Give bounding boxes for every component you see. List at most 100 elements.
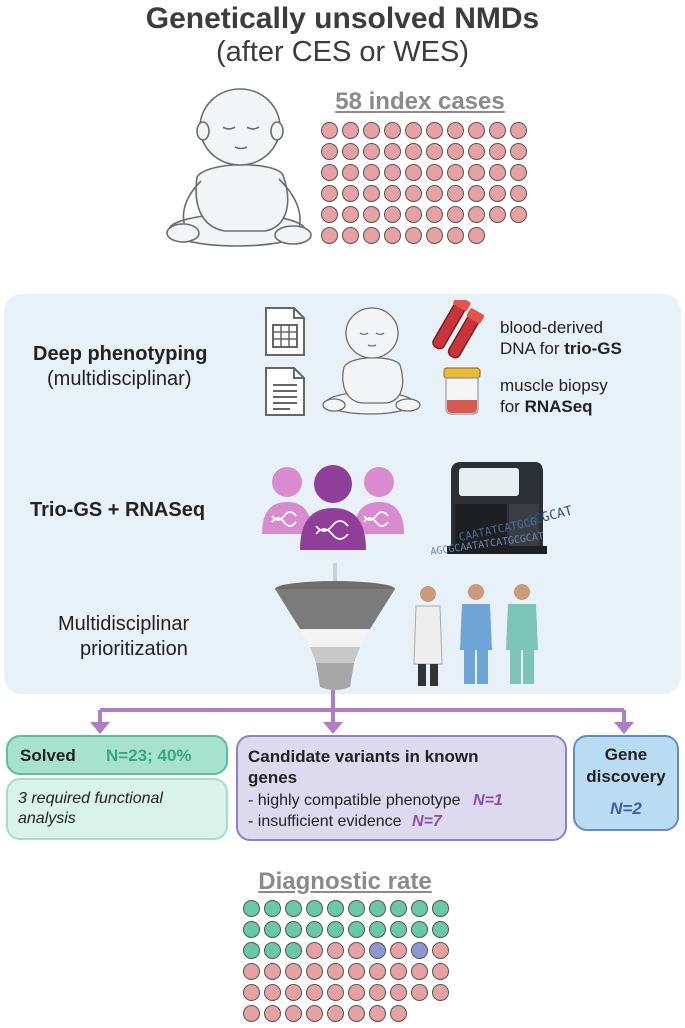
solved-case-dot bbox=[432, 900, 449, 917]
gene-discovery-line1: Gene bbox=[604, 745, 648, 764]
index-case-dot bbox=[447, 143, 464, 160]
solved-stat: N=23; 40% bbox=[106, 746, 192, 765]
index-case-dot bbox=[384, 143, 401, 160]
diagnostic-rate-dot-grid bbox=[243, 900, 451, 1024]
blood-line2-prefix: DNA for bbox=[500, 339, 565, 358]
solved-case-dot bbox=[285, 900, 302, 917]
gene-discovery-count: N=2 bbox=[610, 799, 642, 818]
candidate-variants-box: Candidate variants in known genes - high… bbox=[236, 735, 567, 841]
solved-case-dot bbox=[390, 900, 407, 917]
unsolved-case-dot bbox=[369, 963, 386, 980]
index-case-dot bbox=[489, 122, 506, 139]
unsolved-case-dot bbox=[411, 963, 428, 980]
trio-people-icon bbox=[262, 465, 404, 550]
deep-phenotyping-title: Deep phenotyping bbox=[33, 343, 208, 365]
solved-case-dot bbox=[285, 921, 302, 938]
index-case-dot bbox=[510, 143, 527, 160]
unsolved-case-dot bbox=[390, 984, 407, 1001]
index-case-dot bbox=[342, 122, 359, 139]
unsolved-case-dot bbox=[243, 984, 260, 1001]
dna-sequence-text: GCGCAT CAATATCATGCG AGCGCAATATCATGCGCAT bbox=[418, 497, 598, 567]
gene-discovery-box: Gene discovery N=2 bbox=[573, 735, 679, 831]
blood-dna-label: blood-derived DNA for trio-GS bbox=[500, 317, 680, 359]
index-case-dot bbox=[468, 143, 485, 160]
index-case-dot bbox=[489, 185, 506, 202]
index-case-dot bbox=[405, 185, 422, 202]
solved-case-dot bbox=[243, 900, 260, 917]
index-case-dot bbox=[468, 122, 485, 139]
deep-phenotyping-subtitle: (multidisciplinar) bbox=[47, 368, 192, 390]
unsolved-case-dot bbox=[432, 984, 449, 1001]
solved-case-dot bbox=[369, 921, 386, 938]
text-document-icon bbox=[265, 367, 305, 416]
solved-case-dot bbox=[327, 900, 344, 917]
solved-case-dot bbox=[327, 921, 344, 938]
index-case-dot bbox=[342, 143, 359, 160]
candidate-case-dot bbox=[369, 942, 386, 959]
index-case-dot bbox=[447, 164, 464, 181]
index-case-dot bbox=[489, 206, 506, 223]
index-case-dot bbox=[321, 227, 338, 244]
unsolved-case-dot bbox=[348, 963, 365, 980]
unsolved-case-dot bbox=[306, 963, 323, 980]
functional-analysis-box: 3 required functional analysis bbox=[6, 778, 228, 840]
unsolved-case-dot bbox=[390, 942, 407, 959]
solved-case-dot bbox=[432, 921, 449, 938]
unsolved-case-dot bbox=[348, 984, 365, 1001]
blood-tubes-icon bbox=[432, 300, 485, 359]
index-case-dot bbox=[510, 206, 527, 223]
solved-case-dot bbox=[285, 942, 302, 959]
baby-sitting-icon bbox=[166, 88, 312, 247]
index-case-dot bbox=[384, 164, 401, 181]
candidate-item-1: - highly compatible phenotype N=1 bbox=[248, 792, 503, 810]
unsolved-case-dot bbox=[285, 1005, 302, 1022]
candidate-item-2-text: - insufficient evidence bbox=[248, 813, 402, 830]
outcome-arrows bbox=[90, 690, 634, 734]
unsolved-case-dot bbox=[327, 963, 344, 980]
index-case-dot bbox=[321, 143, 338, 160]
index-case-dot bbox=[426, 185, 443, 202]
trio-gs-title: Trio-GS + RNASeq bbox=[30, 499, 206, 521]
index-case-dot bbox=[426, 143, 443, 160]
index-case-dot bbox=[384, 122, 401, 139]
index-case-dot bbox=[321, 164, 338, 181]
page-subtitle: (after CES or WES) bbox=[216, 36, 469, 68]
index-case-dot bbox=[321, 122, 338, 139]
solved-box: Solved N=23; 40% bbox=[6, 735, 228, 775]
muscle-line2: for RNASeq bbox=[500, 396, 680, 417]
unsolved-case-dot bbox=[264, 984, 281, 1001]
spreadsheet-document-icon bbox=[265, 307, 305, 356]
index-case-dot bbox=[510, 122, 527, 139]
index-case-dot bbox=[363, 185, 380, 202]
solved-case-dot bbox=[348, 921, 365, 938]
prioritization-line2: prioritization bbox=[80, 638, 188, 660]
index-case-dot bbox=[447, 206, 464, 223]
index-case-dot bbox=[468, 206, 485, 223]
index-case-dot bbox=[447, 227, 464, 244]
index-case-dot bbox=[426, 122, 443, 139]
solved-case-dot bbox=[264, 942, 281, 959]
candidate-item-1-text: - highly compatible phenotype bbox=[248, 792, 461, 809]
index-case-dot bbox=[405, 227, 422, 244]
unsolved-case-dot bbox=[243, 963, 260, 980]
index-case-dot bbox=[321, 185, 338, 202]
solved-case-dot bbox=[264, 900, 281, 917]
page-title: Genetically unsolved NMDs bbox=[145, 2, 540, 35]
muscle-line1: muscle biopsy bbox=[500, 376, 608, 395]
index-case-dot bbox=[426, 164, 443, 181]
unsolved-case-dot bbox=[327, 1005, 344, 1022]
index-case-dot bbox=[447, 122, 464, 139]
unsolved-case-dot bbox=[327, 942, 344, 959]
index-case-dot bbox=[489, 143, 506, 160]
unsolved-case-dot bbox=[285, 984, 302, 1001]
muscle-line2-bold: RNASeq bbox=[524, 397, 593, 416]
solved-label: Solved bbox=[20, 746, 76, 765]
index-case-dot bbox=[363, 227, 380, 244]
doctors-group-icon bbox=[413, 584, 538, 686]
solved-case-dot bbox=[411, 900, 428, 917]
index-case-dot bbox=[468, 164, 485, 181]
index-case-dot bbox=[468, 185, 485, 202]
candidate-item-1-count: N=1 bbox=[473, 792, 503, 809]
unsolved-case-dot bbox=[390, 1005, 407, 1022]
index-case-dot bbox=[426, 227, 443, 244]
